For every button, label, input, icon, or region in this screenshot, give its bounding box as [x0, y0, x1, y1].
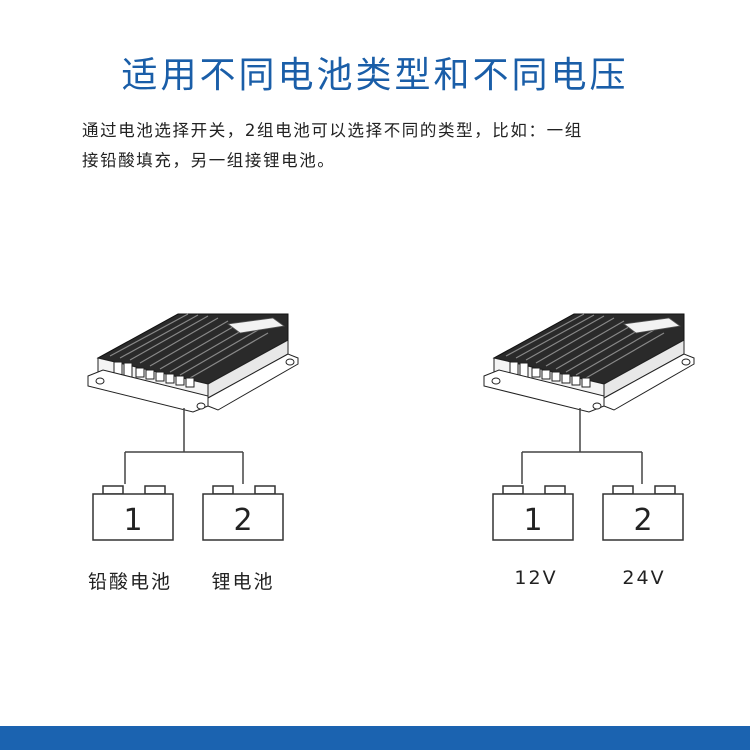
right-battery-1-label: 12V [514, 567, 558, 589]
left-battery-2-label: 锂电池 [211, 571, 275, 593]
left-battery-1-number: 1 [123, 503, 142, 538]
description-line-2: 接铅酸填充，另一组接锂电池。 [82, 151, 336, 170]
right-battery-1-number: 1 [523, 503, 542, 538]
left-battery-1: 1 [92, 485, 174, 541]
right-wiring [521, 408, 643, 484]
page-title: 适用不同电池类型和不同电压 [121, 55, 629, 96]
left-battery-1-label: 铅酸电池 [87, 571, 172, 593]
left-converter-device [87, 313, 299, 413]
right-battery-2: 2 [602, 485, 684, 541]
right-battery-2-number: 2 [633, 503, 652, 538]
description-line-1: 通过电池选择开关，2组电池可以选择不同的类型，比如：一组 [82, 121, 583, 140]
left-battery-2-number: 2 [233, 503, 252, 538]
right-battery-1: 1 [492, 485, 574, 541]
left-battery-2: 2 [202, 485, 284, 541]
battery-diagram: 1 2 1 2 [87, 313, 695, 541]
description: 通过电池选择开关，2组电池可以选择不同的类型，比如：一组 接铅酸填充，另一组接锂… [82, 116, 682, 176]
footer-bar [0, 726, 750, 750]
right-battery-2-label: 24V [622, 567, 666, 589]
left-wiring [124, 408, 244, 484]
right-converter-device [483, 313, 695, 413]
